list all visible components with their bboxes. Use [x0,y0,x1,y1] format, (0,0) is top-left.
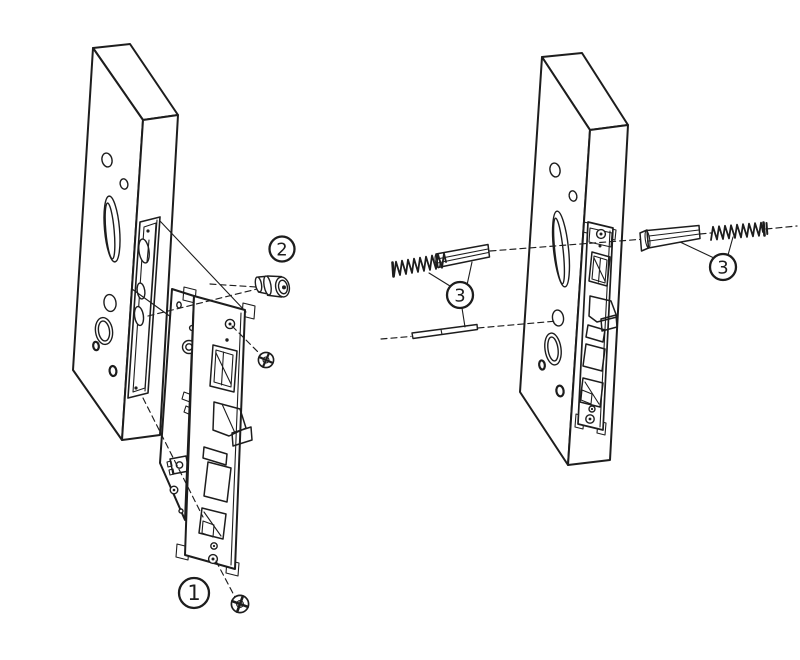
callout-1: 1 [177,576,211,610]
center-lines [380,225,798,340]
door-left-holes [92,152,129,378]
spring-left [391,252,447,278]
deadbolt-opening [203,461,232,503]
mortise-lock-body [159,286,256,577]
latch-bolt-installed [588,251,611,287]
callout-2: 2 [268,235,296,263]
screw-top [257,351,275,369]
screw-bottom [230,594,250,614]
callout-2-circle [268,235,296,263]
callout-3-right-label: 3 [717,258,728,279]
deadbolt-opening-installed [582,343,606,372]
faceplate-top-bracket [588,227,613,248]
lock-faceplate-installed [574,221,618,436]
left-exploded-view: 2 1 [72,43,296,614]
aux-bolt-opening [198,507,227,540]
callout-2-label: 2 [276,240,287,261]
dashed-leaders-left [142,283,263,600]
callout-3-left-circle [445,280,475,310]
callout-1-label: 1 [187,581,200,605]
right-assembly-view: 3 3 [380,52,798,466]
aux-bolt-opening-installed [579,377,604,408]
spring-right [710,221,769,241]
callout-3-right: 3 [679,236,738,282]
deadbolt-wedge [202,401,253,466]
callout-1-circle [177,576,211,610]
lock-faceplate [175,286,256,577]
mortise-pocket [127,216,161,399]
connecting-rod-right [639,224,701,252]
callout-3-right-circle [708,252,738,282]
cylinder-part [254,275,291,298]
door-left [72,43,179,441]
deadbolt-wedge-installed [585,295,618,343]
latch-bolt [209,344,238,393]
callout-3-left: 3 [428,261,475,328]
callout-3-left-label: 3 [454,286,465,307]
door-right-holes [538,162,578,398]
spindle-bar [411,323,479,340]
